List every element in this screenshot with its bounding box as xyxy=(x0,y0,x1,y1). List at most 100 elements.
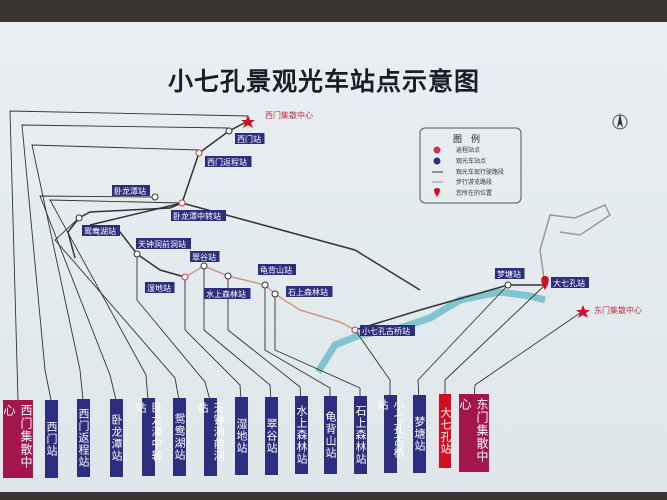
bus-route-middle xyxy=(89,202,186,278)
station-label-bg xyxy=(551,277,589,288)
leader-line xyxy=(473,310,584,401)
leader-line xyxy=(227,276,302,401)
walking-route xyxy=(184,265,356,331)
station-label-bg xyxy=(205,156,252,167)
station-marker xyxy=(271,290,279,298)
bus-route-east xyxy=(181,202,421,291)
station-label: 鸳鸯湖站 xyxy=(84,226,116,236)
station-label: 小七孔古桥站 xyxy=(362,326,410,336)
sightseeing-station-icon xyxy=(433,157,441,165)
bus-route-river xyxy=(354,284,545,331)
station-label-box: 西门集散中心 xyxy=(2,400,33,478)
station-label: 石上森林站 xyxy=(288,287,328,297)
west-hub-label: 西门集散中心 xyxy=(265,110,313,120)
station-label-bg xyxy=(258,264,296,275)
station-label-bg xyxy=(235,133,265,144)
leader-line xyxy=(203,266,272,401)
east-hub-label: 东门集散中心 xyxy=(594,305,642,315)
station-label: 大七孔站 xyxy=(553,278,585,288)
legend-label: 您所在的位置 xyxy=(456,189,492,197)
station-label: 龟背山站 xyxy=(260,265,292,275)
station-marker xyxy=(225,127,233,135)
station-label: 西门站 xyxy=(237,134,261,144)
station-label-box: 湿地站 xyxy=(234,397,248,475)
station-label-box: 龟背山站 xyxy=(323,396,337,474)
station-label-bg xyxy=(204,288,251,299)
station-label-bg xyxy=(190,251,220,262)
leader-line xyxy=(54,217,180,401)
station-label-box: 石上森林站 xyxy=(353,396,367,474)
station-label-box: 鸳鸯湖站 xyxy=(172,398,186,476)
station-label-box: 大七孔站 xyxy=(439,394,452,468)
station-marker xyxy=(224,272,232,280)
station-label-bg xyxy=(360,325,415,336)
walking-route-east xyxy=(539,204,611,286)
east-hub-star-icon xyxy=(576,305,590,318)
station-label-box: 水上森林站 xyxy=(294,396,308,474)
station-label-bg xyxy=(145,282,175,293)
legend-label: 步行游览路段 xyxy=(456,178,492,186)
legend-label: 观光车站点 xyxy=(456,157,486,165)
station-label-bg xyxy=(171,210,226,221)
legend: 图 例 返程站点 观光车站点 观光车现行驶路段 步行游览路段 您所在的位置 xyxy=(419,127,522,204)
station-markers xyxy=(75,115,590,334)
station-label: 梦塘站 xyxy=(497,269,521,279)
station-label-box: 西门站 xyxy=(44,400,58,478)
west-hub-star-icon xyxy=(241,115,255,128)
station-marker xyxy=(75,214,83,222)
leader-line xyxy=(444,284,546,400)
leader-line xyxy=(9,110,249,401)
bus-route-west xyxy=(67,120,249,259)
station-label-bg xyxy=(286,286,333,297)
you-are-here-icon xyxy=(541,276,549,290)
station-label-box: 卧龙潭站 xyxy=(109,399,123,477)
station-label-bg xyxy=(82,225,120,236)
leader-line xyxy=(274,294,361,400)
station-marker xyxy=(261,281,269,289)
station-label: 湿地站 xyxy=(147,283,171,293)
return-station-marker xyxy=(181,273,189,281)
station-label-bg xyxy=(136,238,191,249)
station-label: 卧龙潭站 xyxy=(114,186,146,196)
leader-line xyxy=(31,144,200,401)
station-label-box: 西门返程站 xyxy=(76,399,90,477)
station-marker xyxy=(133,250,141,258)
leader-line xyxy=(49,199,183,401)
compass-icon xyxy=(612,113,628,130)
station-label-box: 翠谷站 xyxy=(264,397,278,475)
page-title: 小七孔景观光车站点示意图 xyxy=(168,67,481,96)
station-label-box: 卧龙潭中转站 xyxy=(134,398,163,476)
leader-line xyxy=(264,285,331,400)
return-station-marker xyxy=(351,326,359,334)
station-marker xyxy=(504,281,512,289)
station-label: 水上森林站 xyxy=(206,289,246,299)
station-label: 天钟洞前洞站 xyxy=(138,239,186,249)
station-marker xyxy=(151,193,159,201)
legend-title: 图 例 xyxy=(453,133,480,145)
station-label-box: 东门集散中心 xyxy=(458,394,489,472)
station-label: 翠谷站 xyxy=(192,252,216,262)
return-station-marker xyxy=(195,149,203,157)
leader-line xyxy=(136,254,211,401)
leader-line xyxy=(184,277,242,401)
station-label: 卧龙潭中转站 xyxy=(173,211,221,221)
legend-label: 观光车现行驶路段 xyxy=(456,168,504,176)
station-label-box: 小七孔古桥站 xyxy=(376,395,405,473)
leader-line xyxy=(21,124,230,401)
river xyxy=(315,288,546,374)
leader-line xyxy=(39,195,156,401)
return-station-marker xyxy=(178,199,186,207)
return-station-icon xyxy=(433,146,441,154)
leader-line xyxy=(354,329,391,400)
station-label-box: 天钟洞前洞站 xyxy=(196,398,225,476)
station-label-bg xyxy=(495,268,525,279)
leader-line xyxy=(417,284,509,401)
you-are-here-icon xyxy=(434,188,440,197)
station-label: 西门返程站 xyxy=(207,157,247,167)
legend-label: 返程站点 xyxy=(456,146,480,154)
station-label-bg xyxy=(112,185,150,196)
leader-lines xyxy=(9,110,584,401)
station-marker xyxy=(200,262,208,270)
